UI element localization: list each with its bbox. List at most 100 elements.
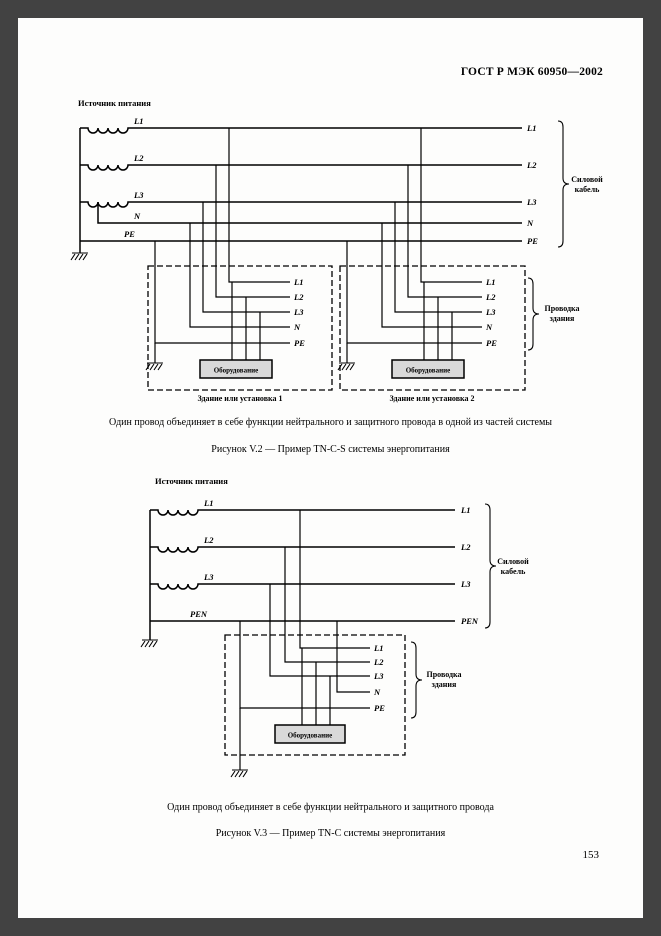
wire-label-l2-left: L2: [203, 535, 214, 545]
building-2-stub-l3: L3: [485, 307, 496, 317]
building-stub-l2: L2: [373, 657, 384, 667]
figure-v2-caption: Рисунок V.2 — Пример TN-C-S системы энер…: [211, 444, 450, 455]
transformer-coil-l2-and-bus-l2: [150, 546, 455, 553]
wire-label-l1-right: L1: [460, 505, 470, 515]
wire-label-l2-right: L2: [526, 160, 537, 170]
building-2: Оборудование L1 L2 L3 N PE Здание или ус…: [337, 128, 526, 403]
power-cable-brace: Силовой кабель: [484, 503, 529, 629]
building-1-equipment-label: Оборудование: [214, 367, 259, 375]
building-2-caption: Здание или установка 2: [389, 394, 474, 403]
bus-n: [97, 202, 522, 224]
wire-label-l3-right: L3: [460, 579, 471, 589]
wire-label-pen-right: PEN: [461, 616, 479, 626]
building-2-pe-drop: [346, 241, 482, 344]
transformer-coil-l3-and-bus-l3: [80, 201, 522, 208]
building-2-equipment-label: Оборудование: [406, 367, 451, 375]
transformer-coil-l2-and-bus-l2: [80, 164, 522, 171]
brace-icon: [484, 503, 497, 629]
building-1-l1-drop: [228, 128, 290, 283]
building-2-box: [339, 265, 526, 391]
transformer-coil-l1-and-bus-l1: [80, 127, 522, 134]
wire-label-n-right: N: [526, 218, 534, 228]
building-pe-drop: [239, 621, 370, 709]
building-1-n-drop: [189, 223, 290, 328]
wire-label-l3-left: L3: [133, 190, 144, 200]
building-1-equipment-box: [199, 359, 273, 379]
page-number: 153: [582, 849, 600, 861]
building-2-stub-l1: L1: [485, 277, 495, 287]
wire-label-l2-left: L2: [133, 153, 144, 163]
building-2-equipment-box: [391, 359, 465, 379]
power-source-wiring: [140, 509, 455, 648]
building-1-stub-n: N: [293, 322, 301, 332]
building-1-stub-l1: L1: [293, 277, 303, 287]
figure-v3-note: Один провод объединяет в себе функции не…: [167, 802, 494, 813]
building-1-caption: Здание или установка 1: [197, 394, 282, 403]
building-equipment-box: [274, 724, 346, 744]
building-2-equipment-feeds: [423, 282, 453, 360]
building: Оборудование L1 L2 L3 N PE: [224, 510, 406, 778]
transformer-coil-l1-and-bus-l1: [150, 509, 455, 516]
power-cable-label-line2: кабель: [575, 185, 600, 194]
wire-label-pe-right: PE: [527, 236, 538, 246]
building-1-l2-drop: [215, 165, 290, 298]
building-1-stub-pe: PE: [294, 338, 305, 348]
power-source-label: Источник питания: [78, 98, 151, 108]
power-cable-brace: Силовой кабель: [557, 120, 603, 248]
brace-icon: [410, 641, 423, 719]
building-1-equipment-feeds: [231, 282, 261, 360]
building-stub-l3: L3: [373, 671, 384, 681]
power-cable-label-line1: Силовой: [571, 175, 603, 184]
building-2-ground-symbol: [337, 362, 355, 371]
building-2-l2-drop: [407, 165, 482, 298]
building-equipment-feeds: [301, 648, 331, 725]
brace-icon: [527, 277, 540, 351]
building-wiring-label-line2: здания: [550, 314, 575, 323]
power-cable-label-line1: Силовой: [497, 557, 529, 566]
building-2-l1-drop: [420, 128, 482, 283]
wire-label-pe-left: PE: [124, 229, 135, 239]
power-cable-label-line2: кабель: [501, 567, 526, 576]
building-n-drop: [336, 621, 370, 693]
building-box: [224, 634, 406, 756]
building-l2-drop: [284, 547, 370, 663]
document-header: ГОСТ Р МЭК 60950—2002: [460, 66, 603, 78]
building-1-pe-drop: [154, 241, 290, 344]
building-2-stub-n: N: [485, 322, 493, 332]
wire-label-l1-left: L1: [203, 498, 213, 508]
building-2-l3-drop: [394, 202, 482, 313]
building-wiring-label-line2: здания: [432, 680, 457, 689]
figure-v2-note: Один провод объединяет в себе функции не…: [108, 417, 552, 428]
building-wiring-brace: Проводка здания: [527, 277, 580, 351]
building-2-stub-l2: L2: [485, 292, 496, 302]
building-2-stub-pe: PE: [486, 338, 497, 348]
wire-label-l2-right: L2: [460, 542, 471, 552]
building-1-stub-l2: L2: [293, 292, 304, 302]
building-1-box: [147, 265, 333, 391]
building-2-n-drop: [381, 223, 482, 328]
building-1-l3-drop: [202, 202, 290, 313]
building-wiring-brace: Проводка здания: [410, 641, 462, 719]
building-ground-symbol: [230, 769, 248, 778]
building-1-stub-l3: L3: [293, 307, 304, 317]
building-wiring-label-line1: Проводка: [544, 304, 579, 313]
brace-icon: [557, 120, 570, 248]
power-source-wiring: [70, 127, 522, 261]
document-sheet: ГОСТ Р МЭК 60950—2002 Источник питания L…: [18, 18, 643, 918]
building-stub-pe: PE: [374, 703, 385, 713]
wire-label-l3-right: L3: [526, 197, 537, 207]
building-wiring-label-line1: Проводка: [426, 670, 461, 679]
power-source-label: Источник питания: [155, 476, 228, 486]
wire-label-pen-left: PEN: [190, 609, 208, 619]
figure-v2-tn-c-s-diagram: Источник питания L1 L2 L3 N PE L1 L2 L3 …: [70, 98, 603, 403]
transformer-coil-l3-and-bus-l3: [150, 583, 455, 590]
source-ground-symbol: [140, 639, 158, 648]
wire-label-l1-left: L1: [133, 116, 143, 126]
wire-label-l1-right: L1: [526, 123, 536, 133]
source-ground-symbol: [70, 252, 88, 261]
wire-label-n-left: N: [133, 211, 141, 221]
building-equipment-label: Оборудование: [288, 732, 333, 740]
wire-label-l3-left: L3: [203, 572, 214, 582]
building-stub-l1: L1: [373, 643, 383, 653]
